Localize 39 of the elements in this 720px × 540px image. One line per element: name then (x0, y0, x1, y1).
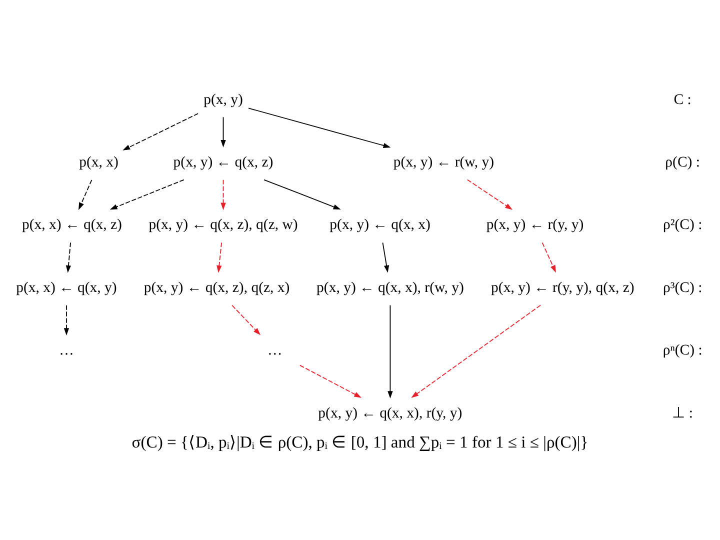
node-text: p(x, y) ← q(x, x), r(w, y) (316, 280, 464, 296)
node-text: p(x, y) ← q(x, z), q(z, w) (148, 217, 298, 234)
arrow (382, 242, 390, 273)
label: ρ²(C) : (662, 217, 702, 234)
arrow (110, 179, 184, 210)
arrow (64, 304, 70, 336)
arrow (542, 242, 556, 273)
arrow (122, 113, 199, 150)
node-text: … (59, 342, 74, 359)
arrow (232, 304, 261, 336)
node-text: p(x, y) ← q(x, z), q(z, x) (144, 280, 290, 296)
node-text: p(x, y) ← q(x, z) (173, 154, 274, 171)
node-text: p(x, y) ← r(y, y) (486, 217, 584, 234)
node-text: … (268, 342, 282, 359)
label: C : (674, 92, 692, 108)
arrow (299, 364, 362, 398)
node-text: p(x, x) (79, 154, 118, 171)
arrow (220, 179, 226, 210)
label: ρ³(C) : (662, 280, 702, 296)
node-text: p(x, x) ← q(x, y) (16, 280, 117, 296)
label: ρⁿ(C) : (662, 342, 702, 359)
arrow (66, 242, 72, 273)
node-text: p(x, y) ← r(y, y), q(x, z) (491, 280, 634, 296)
arrow (411, 304, 541, 398)
arrow (220, 116, 226, 148)
node-text: p(x, y) ← r(w, y) (393, 154, 494, 171)
node-text: p(x, y) (204, 92, 243, 108)
arrow (264, 179, 341, 210)
node-text: p(x, y) ← q(x, x), r(y, y) (318, 405, 462, 422)
arrow (78, 179, 92, 210)
node-text: p(x, x) ← q(x, z) (22, 217, 122, 234)
arrow (248, 108, 391, 148)
arrow (388, 304, 393, 398)
label: ⊥ : (672, 405, 693, 422)
label: ρ(C) : (665, 154, 700, 171)
arrow (216, 242, 222, 273)
node-text: p(x, y) ← q(x, x) (330, 217, 430, 234)
caption: σ(C) = {⟨Dᵢ, pᵢ⟩|Dᵢ ∈ ρ(C), pᵢ ∈ [0, 1] and ∑pᵢ = 1 for 1 ≤ i ≤ |ρ(C)|} (132, 432, 588, 452)
arrow (467, 179, 513, 210)
